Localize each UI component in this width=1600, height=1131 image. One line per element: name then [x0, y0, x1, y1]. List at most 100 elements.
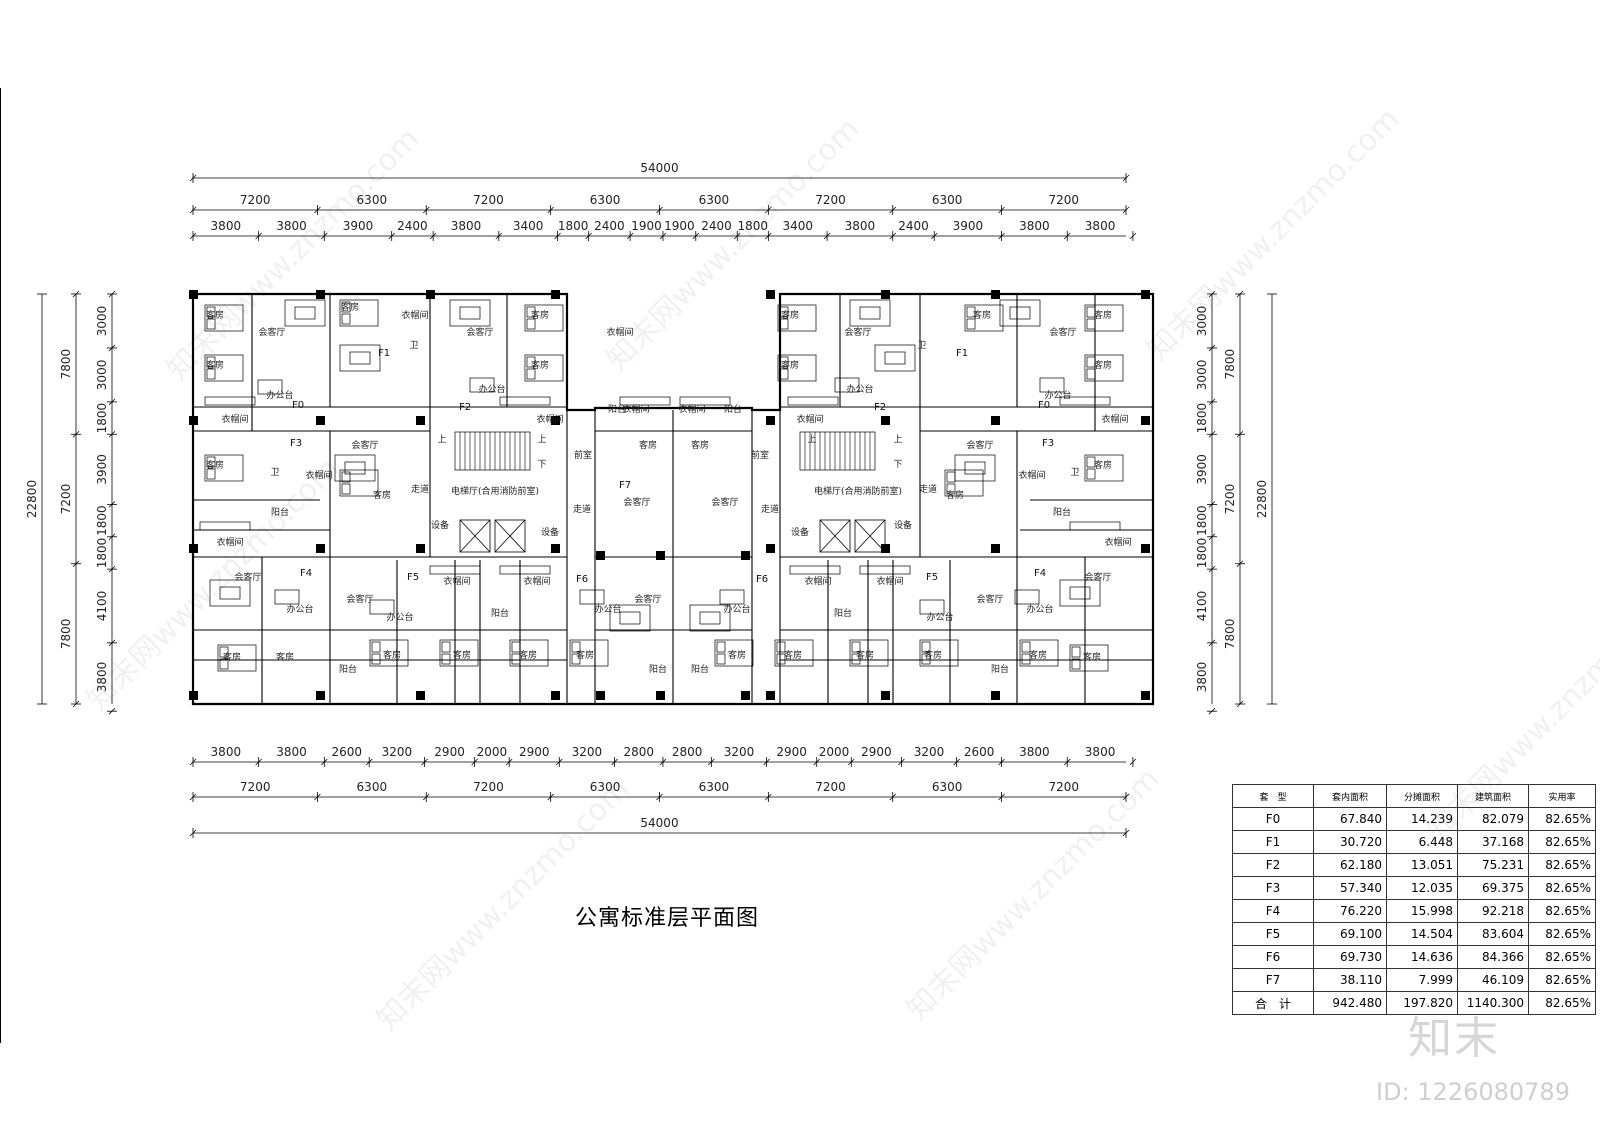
dimension-label: 3200 [572, 745, 603, 759]
table-header: 建筑面积 [1457, 784, 1529, 808]
dimension-label: 7200 [240, 193, 271, 207]
room-label: 客房 [206, 309, 224, 321]
room-labels: 客房客房客房客房客房客房客房客房客房客房客房客房客房客房客房客房客房客房客房客房… [206, 301, 1132, 675]
room-label: 阳台 [491, 607, 509, 619]
room-label: 办公台 [723, 603, 750, 615]
room-label: 会客厅 [976, 593, 1003, 605]
room-label: 会客厅 [234, 571, 261, 583]
room-label: 阳台 [834, 607, 852, 619]
dimension-label: 1800 [1195, 403, 1209, 434]
room-label: 设备 [791, 526, 809, 538]
room-label: 客房 [223, 651, 241, 663]
dimension-label: 2900 [776, 745, 807, 759]
room-label: 衣帽间 [606, 326, 633, 338]
table-cell: 14.636 [1386, 945, 1458, 969]
room-label: 客房 [973, 309, 991, 321]
column [766, 544, 775, 553]
room-label: 上 [437, 434, 446, 445]
room-label: 衣帽间 [1018, 469, 1045, 481]
drawing-title: 公寓标准层平面图 [575, 906, 760, 931]
room-label: 衣帽间 [216, 536, 243, 548]
column [416, 416, 425, 425]
room-label: 客房 [784, 649, 802, 661]
brand-logo-text: 知末 [1408, 1013, 1500, 1064]
left-border-line [0, 88, 1, 1043]
column [1141, 416, 1150, 425]
table-cell: F4 [1232, 899, 1314, 923]
dimension-label: 3200 [914, 745, 945, 759]
dimension-label: 2600 [964, 745, 995, 759]
room-label: 衣帽间 [1101, 413, 1128, 425]
dimension-label: 1800 [95, 403, 109, 434]
dimension-label: 6300 [932, 193, 963, 207]
room-label: 客房 [728, 649, 746, 661]
dimension-label: 3000 [95, 360, 109, 391]
room-label: 阳台 [991, 663, 1009, 675]
stairs [454, 431, 876, 471]
room-label: 会客厅 [634, 593, 661, 605]
dimension-label: 7200 [473, 780, 504, 794]
table-cell: 84.366 [1457, 945, 1529, 969]
dimension-label: 3000 [1195, 306, 1209, 337]
room-label: 走道 [411, 483, 429, 495]
room-label: 会客厅 [346, 593, 373, 605]
table-cell: F3 [1232, 876, 1314, 900]
room-label: 上 [893, 434, 902, 445]
room-label: 衣帽间 [622, 403, 649, 415]
total-dimension-label: 54000 [640, 816, 678, 830]
room-label: 客房 [383, 649, 401, 661]
total-dimension-label: 54000 [640, 161, 678, 175]
column [991, 544, 1000, 553]
room-label: 前室 [574, 449, 592, 461]
unit-label: F1 [378, 348, 390, 359]
column [551, 544, 560, 553]
dimension-label: 3400 [513, 219, 544, 233]
dimension-label: 3800 [845, 219, 876, 233]
column [656, 691, 665, 700]
room-label: 衣帽间 [796, 413, 823, 425]
room-label: 会客厅 [966, 439, 993, 451]
room-label: 客房 [531, 359, 549, 371]
room-label: 客房 [276, 651, 294, 663]
table-cell: 12.035 [1386, 876, 1458, 900]
table-cell: 82.65% [1528, 991, 1596, 1015]
room-label: 客房 [206, 459, 224, 471]
dimension-label: 6300 [932, 780, 963, 794]
column [596, 691, 605, 700]
table-cell: 14.504 [1386, 922, 1458, 946]
table-cell: 13.051 [1386, 853, 1458, 877]
dimension-label: 2900 [861, 745, 892, 759]
room-label: 衣帽间 [536, 413, 563, 425]
table-cell: 197.820 [1386, 991, 1458, 1015]
column [316, 290, 325, 299]
unit-label: F1 [956, 348, 968, 359]
table-header-row: 套 型 套内面积 分摊面积 建筑面积 实用率 [1232, 784, 1596, 808]
room-label: 客房 [1094, 459, 1112, 471]
room-label: 办公台 [926, 611, 953, 623]
table-cell: F7 [1232, 968, 1314, 992]
dimension-label: 2800 [623, 745, 654, 759]
room-label: 客房 [639, 439, 657, 451]
dimension-label: 2400 [397, 219, 428, 233]
dimension-label: 2400 [594, 219, 625, 233]
room-label: 阳台 [691, 663, 709, 675]
table-cell: 15.998 [1386, 899, 1458, 923]
room-label: 走道 [761, 503, 779, 515]
column [1141, 544, 1150, 553]
room-label: 阳台 [649, 663, 667, 675]
dimension-label: 7200 [240, 780, 271, 794]
column [189, 544, 198, 553]
column [991, 290, 1000, 299]
room-label: 客房 [1094, 309, 1112, 321]
room-label: 衣帽间 [401, 309, 428, 321]
room-label: 办公台 [1044, 389, 1071, 401]
table-cell: 14.239 [1386, 807, 1458, 831]
room-label: 衣帽间 [443, 575, 470, 587]
dimension-label: 2800 [672, 745, 703, 759]
column [881, 544, 890, 553]
